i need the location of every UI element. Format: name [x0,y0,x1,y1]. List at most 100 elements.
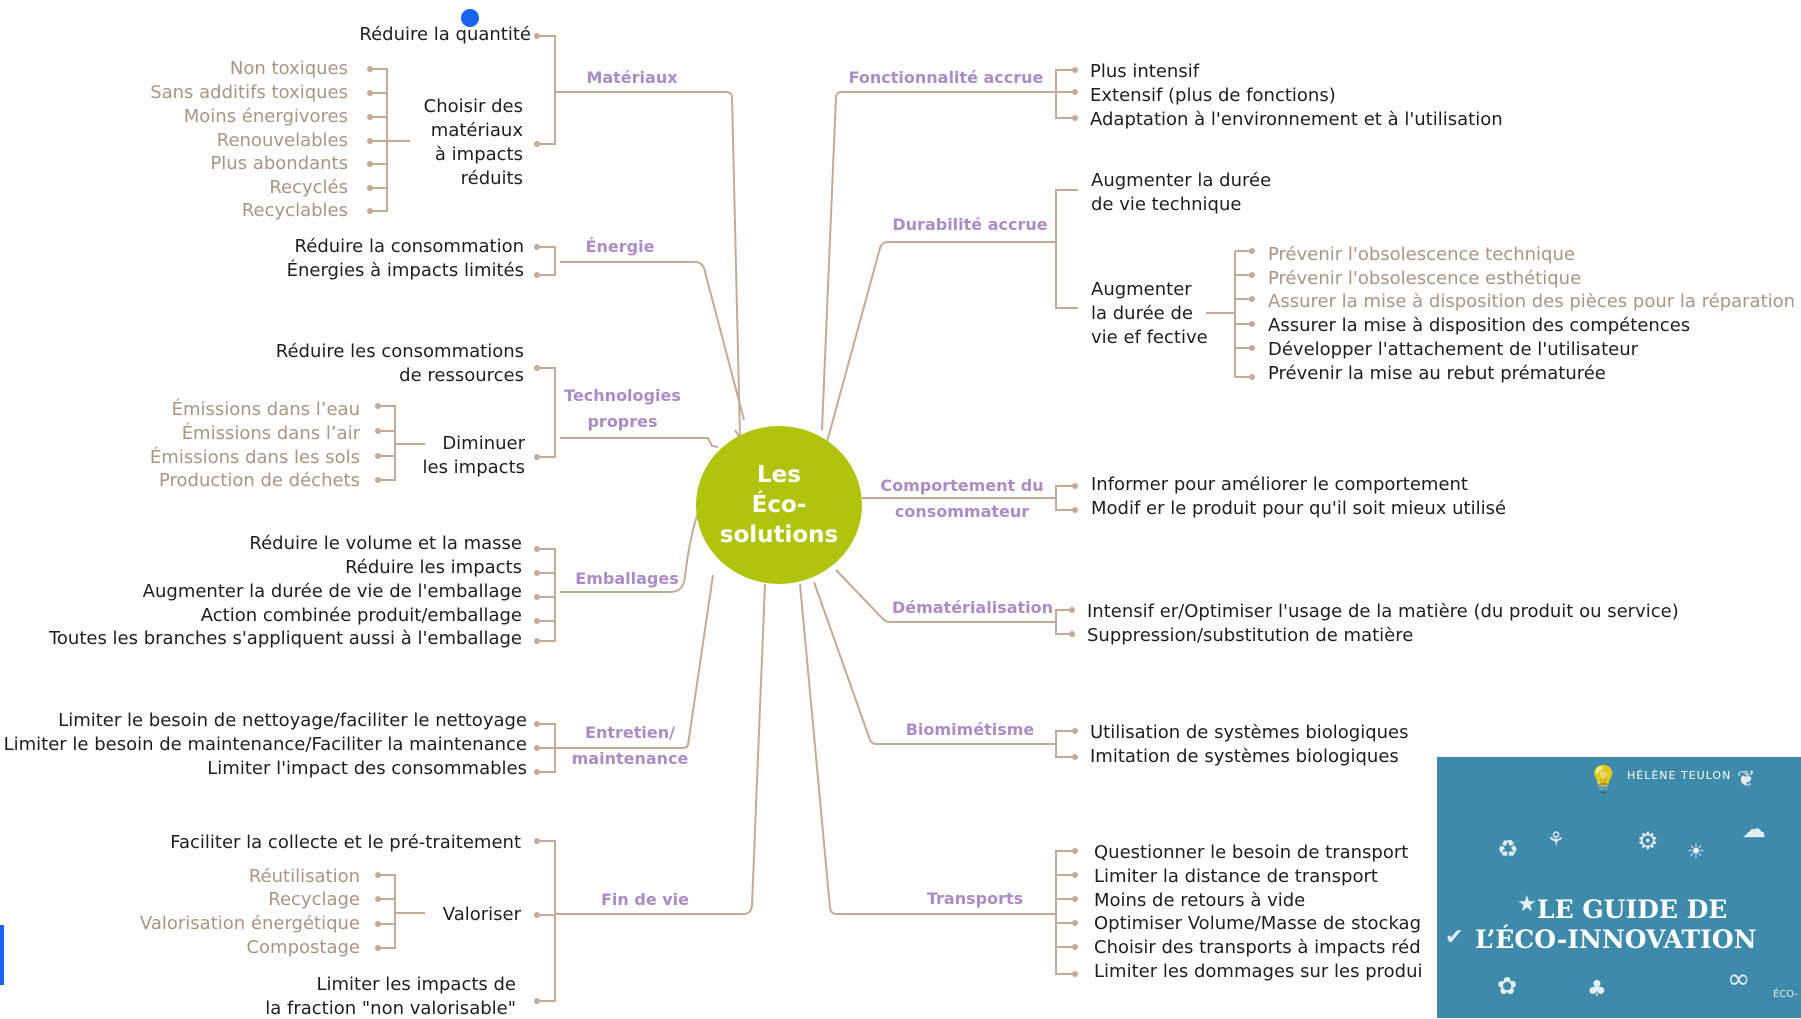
central-node-line2: Éco-solutions [719,492,839,548]
materiaux-reduire: Réduire la quantité [359,24,531,45]
technique-line: Augmenter la durée [1091,170,1272,191]
category-energie: Énergie [585,237,655,256]
bulb-icon: 💡 [1587,765,1620,795]
category-technologies: Technologies propres [555,383,690,435]
fonctionnalite-item: Extensif (plus de fonctions) [1090,85,1336,106]
technologies-sub-item: Émissions dans les sols [149,447,360,468]
materiaux-choisir: Choisir des matériaux à impacts réduits [424,96,523,189]
sun-icon: ☀ [1687,839,1705,863]
category-technologies-line: Technologies [564,386,681,405]
reduire-line: de ressources [399,365,524,386]
comportement-item: Informer pour améliorer le comportement [1091,474,1468,495]
findevie-faciliter: Faciliter la collecte et le pré-traiteme… [170,832,521,853]
emballages-item: Réduire le volume et la masse [249,533,522,554]
findevie-sub-item: Recyclage [268,889,360,910]
entretien-item: Limiter le besoin de maintenance/Facilit… [3,734,527,755]
comportement-item: Modif er le produit pour qu'il soit mieu… [1091,498,1507,519]
book-edge-text: ÉCO- [1773,989,1799,1000]
transports-item: Limiter la distance de transport [1094,866,1378,887]
findevie-sub-item: Valorisation énergétique [139,913,360,934]
recycle-icon: ♻ [1497,835,1519,863]
energie-item: Énergies à impacts limités [286,260,524,281]
dematerialisation-item: Suppression/substitution de matière [1087,625,1414,646]
technologies-diminuer: Diminuer les impacts [423,433,526,478]
entretien-item: Limiter l'impact des consommables [207,758,527,779]
transports-item: Optimiser Volume/Masse de stockag [1094,913,1422,934]
category-entretien-line: Entretien/ [585,723,675,742]
materiaux-sub-item: Non toxiques [229,58,348,79]
category-entretien: Entretien/ maintenance [560,720,700,772]
emballages-item: Réduire les impacts [345,557,522,578]
energie-item: Réduire la consommation [294,236,524,257]
category-comportement-line: Comportement du [880,476,1044,495]
book-title-line1: LE GUIDE DE [1537,895,1728,924]
diminuer-line: Diminuer [442,433,525,454]
findevie-sub-item: Réutilisation [248,866,360,887]
category-materiaux: Matériaux [586,68,678,87]
effective-line: la durée de [1091,303,1193,324]
fonctionnalite-item: Plus intensif [1090,61,1200,82]
category-technologies-line: propres [587,412,658,431]
durabilite-sub-item: Prévenir la mise au rebut prématurée [1268,363,1606,384]
durabilite-effective: Augmenter la durée de vie ef fective [1091,279,1208,348]
biomimetisme-item: Imitation de systèmes biologiques [1090,746,1399,767]
fonctionnalite-item: Adaptation à l'environnement et à l'util… [1090,109,1503,130]
durabilite-sub-item: Assurer la mise à disposition des pièces… [1268,291,1796,312]
technologies-sub-item: Production de déchets [158,470,360,491]
materiaux-sub-item: Sans additifs toxiques [150,82,348,103]
cloud-icon: ☁ [1742,815,1766,843]
materiaux-sub-item: Recyclables [241,200,348,221]
bike-icon: ⚘ [1547,827,1565,851]
durabilite-sub-item: Assurer la mise à disposition des compét… [1268,315,1691,336]
book-cover-image: HÉLÈNE TEULON 💡 ❦ ☁ ♻ ⚙ ☀ ⚘ ★ LE GUIDE D… [1437,757,1801,1018]
choisir-line: à impacts [434,144,523,165]
entretien-item: Limiter le besoin de nettoyage/faciliter… [58,710,527,731]
central-node-line1: Les [757,462,801,488]
gear-icon: ⚙ [1637,827,1659,855]
biomimetisme-item: Utilisation de systèmes biologiques [1090,722,1409,743]
check-icon: ✔ [1445,925,1464,950]
leaf-icon: ❦ [1737,767,1756,792]
choisir-line: réduits [460,168,523,189]
transports-item: Limiter les dommages sur les produi [1094,961,1423,982]
tree-icon: ♣ [1587,977,1607,1002]
category-fonctionnalite: Fonctionnalité accrue [848,68,1044,87]
technologies-reduire: Réduire les consommations de ressources [276,341,524,386]
durabilite-sub-item: Prévenir l'obsolescence technique [1268,244,1575,265]
limiter-line: la fraction "non valorisable" [265,998,516,1019]
category-transports: Transports [926,889,1024,908]
category-entretien-line: maintenance [571,749,689,768]
central-node: Les Éco-solutions [696,426,862,584]
effective-line: Augmenter [1091,279,1192,300]
star-icon: ★ [1517,892,1537,917]
technologies-sub-item: Émissions dans l’air [181,423,360,444]
choisir-line: Choisir des [423,96,523,117]
technologies-sub-item: Émissions dans l’eau [171,399,360,420]
findevie-limiter: Limiter les impacts de la fraction "non … [265,974,516,1019]
category-biomimetisme: Biomimétisme [905,720,1035,739]
book-title-line2: L’ÉCO-INNOVATION [1475,925,1757,954]
emballages-item: Action combinée produit/emballage [200,605,522,626]
findevie-sub-item: Compostage [246,937,360,958]
materiaux-sub-item: Plus abondants [210,153,348,174]
category-comportement: Comportement du consommateur [872,473,1052,525]
edge-marker [0,925,4,985]
technique-line: de vie technique [1091,194,1242,215]
durabilite-technique: Augmenter la durée de vie technique [1091,170,1271,215]
dematerialisation-item: Intensif er/Optimiser l'usage de la mati… [1087,601,1679,622]
durabilite-sub-item: Prévenir l'obsolescence esthétique [1268,268,1582,289]
choisir-line: matériaux [430,120,523,141]
effective-line: vie ef fective [1091,327,1208,348]
findevie-valoriser: Valoriser [442,904,521,925]
limiter-line: Limiter les impacts de [316,974,516,995]
flower-icon: ✿ [1497,972,1518,1000]
category-dematerialisation: Dématérialisation [891,598,1054,617]
category-comportement-line: consommateur [894,502,1030,521]
materiaux-sub-item: Renouvelables [216,130,348,151]
category-durabilite: Durabilité accrue [892,215,1048,234]
reduire-line: Réduire les consommations [275,341,524,362]
book-author: HÉLÈNE TEULON [1627,769,1732,782]
emballages-item: Augmenter la durée de vie de l'emballage [142,581,522,602]
cursor-dot [461,9,479,27]
